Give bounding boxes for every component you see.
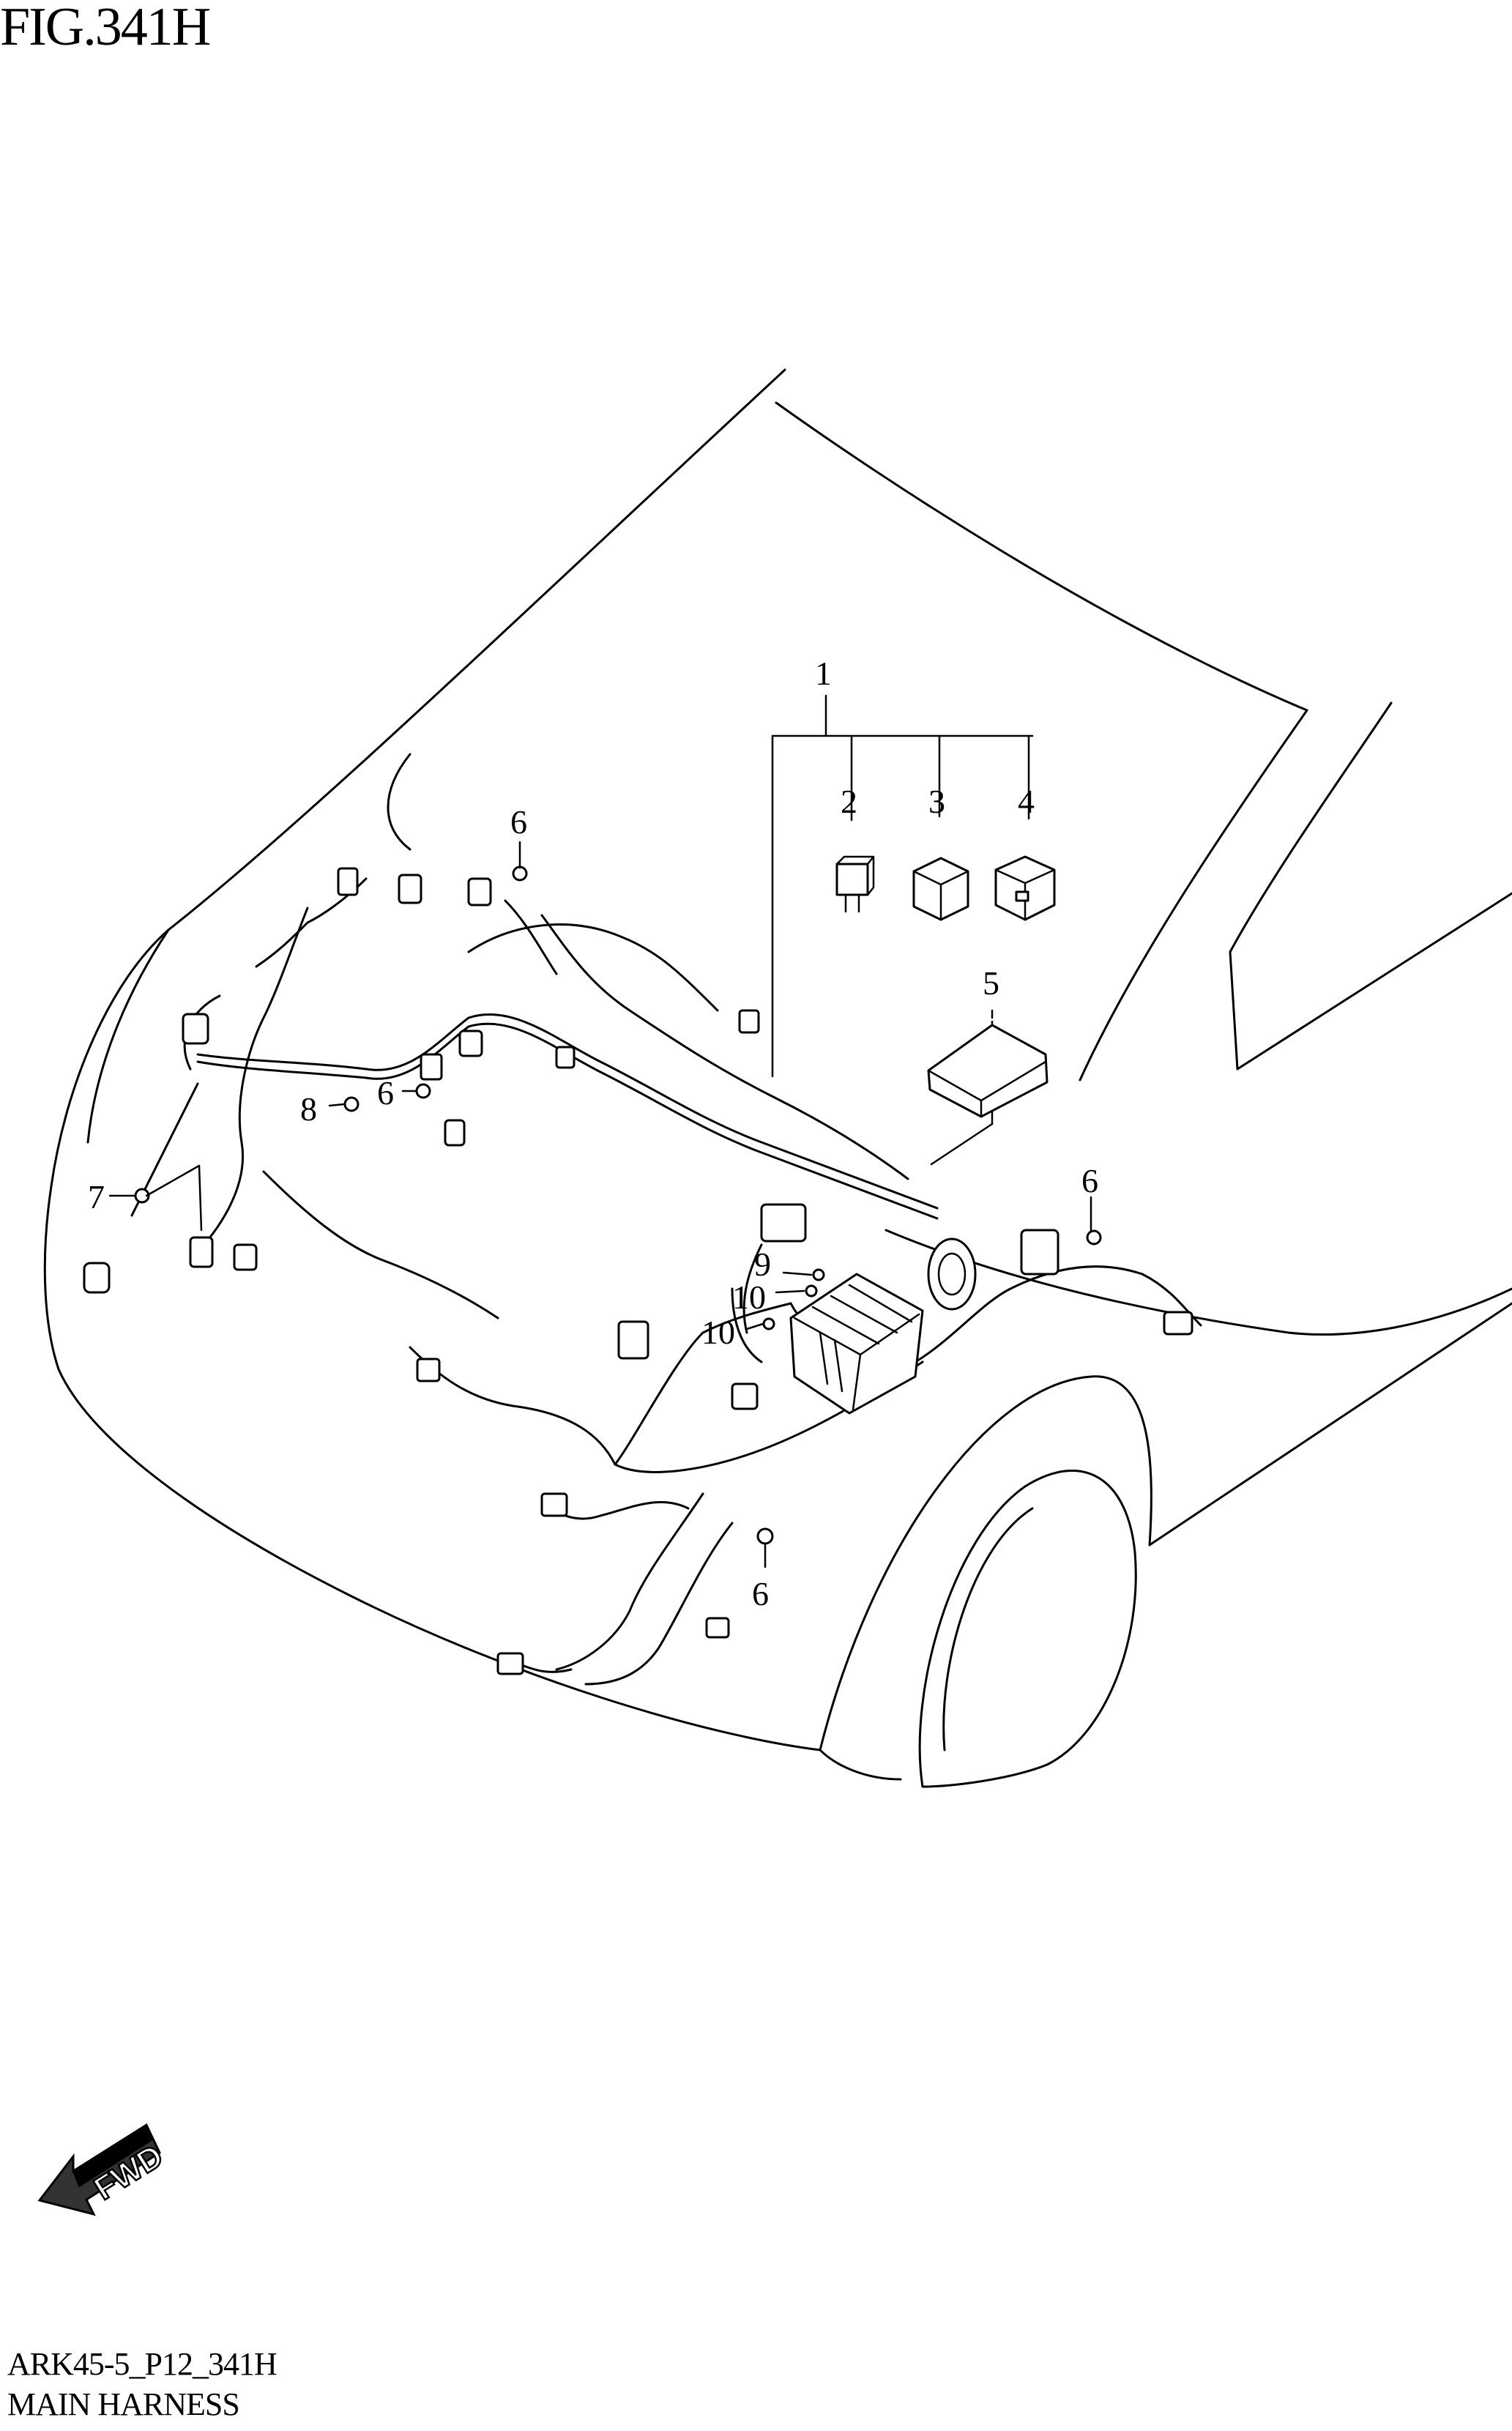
callout-1: 1 (815, 655, 832, 692)
car-body-outline (43, 368, 1512, 1788)
callout-8: 8 (300, 1090, 317, 1128)
callout-6b: 6 (377, 1074, 394, 1112)
harness-connectors (83, 867, 1193, 1675)
part-5-cover (927, 1024, 1049, 1118)
figure-name: MAIN HARNESS (7, 2386, 240, 2422)
callout-5: 5 (983, 964, 999, 1002)
callout-4: 4 (1018, 783, 1035, 820)
main-harness (130, 877, 1202, 1686)
figure-title: FIG.341H (0, 0, 211, 57)
leader-lines (108, 841, 1092, 1568)
callout-10b: 10 (701, 1314, 735, 1351)
figure-code: ARK45-5_P12_341H (7, 2346, 278, 2382)
fasteners (134, 865, 1102, 1545)
callout-6c: 6 (1081, 1162, 1098, 1199)
part-4-relay (994, 855, 1056, 921)
callout-10a: 10 (732, 1278, 766, 1316)
fuse-relay-box (789, 1237, 977, 1415)
part-3-relay (912, 857, 969, 921)
callout-6a: 6 (510, 803, 527, 841)
part-2-fuse (835, 855, 875, 913)
fwd-direction-marker: FWD (37, 2123, 170, 2216)
callout-7: 7 (88, 1178, 105, 1216)
callout-6d: 6 (752, 1575, 769, 1612)
callout-9: 9 (754, 1246, 771, 1283)
callout-numbers: 1 2 3 4 5 6 6 6 6 7 8 9 10 10 (88, 655, 1098, 1612)
callout-2: 2 (841, 783, 857, 820)
callout-3: 3 (928, 783, 945, 820)
